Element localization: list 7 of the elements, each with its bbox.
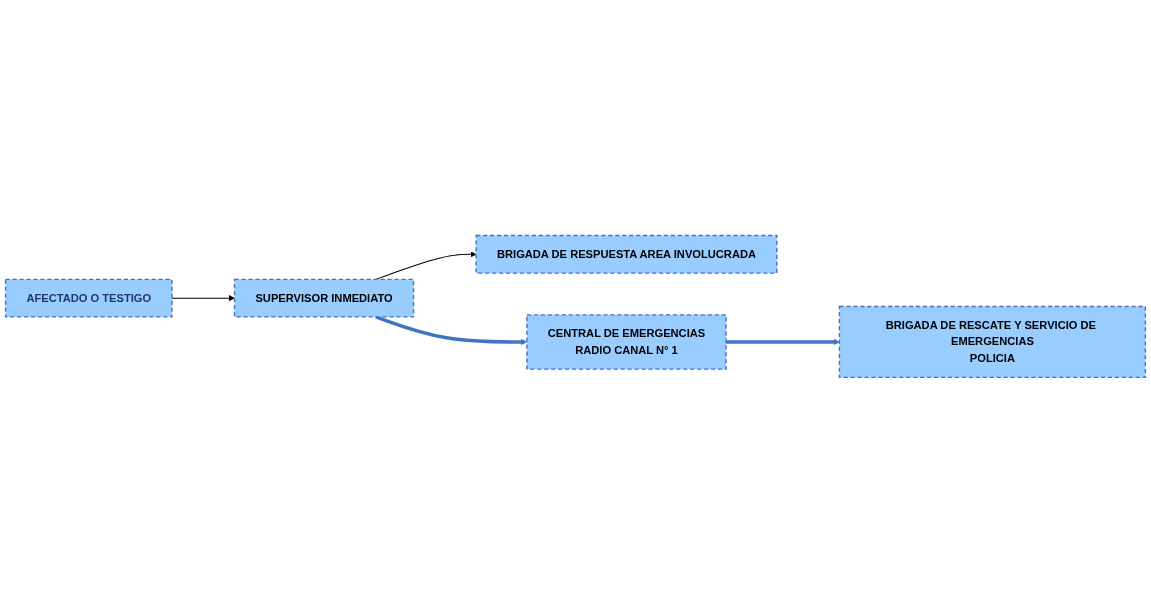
node-box: BRIGADA DE RESPUESTA AREA INVOLUCRADA bbox=[475, 234, 778, 274]
node-box: BRIGADA DE RESCATE Y SERVICIO DE EMERGENCIAS POLICIA bbox=[838, 305, 1147, 378]
arrow bbox=[171, 294, 235, 301]
arrow bbox=[726, 338, 840, 345]
node-box: CENTRAL DE EMERGENCIAS RADIO CANAL N° 1 bbox=[526, 313, 727, 370]
node-box: SUPERVISOR INMEDIATO bbox=[233, 278, 415, 318]
node-box: AFECTADO O TESTIGO bbox=[4, 278, 173, 318]
